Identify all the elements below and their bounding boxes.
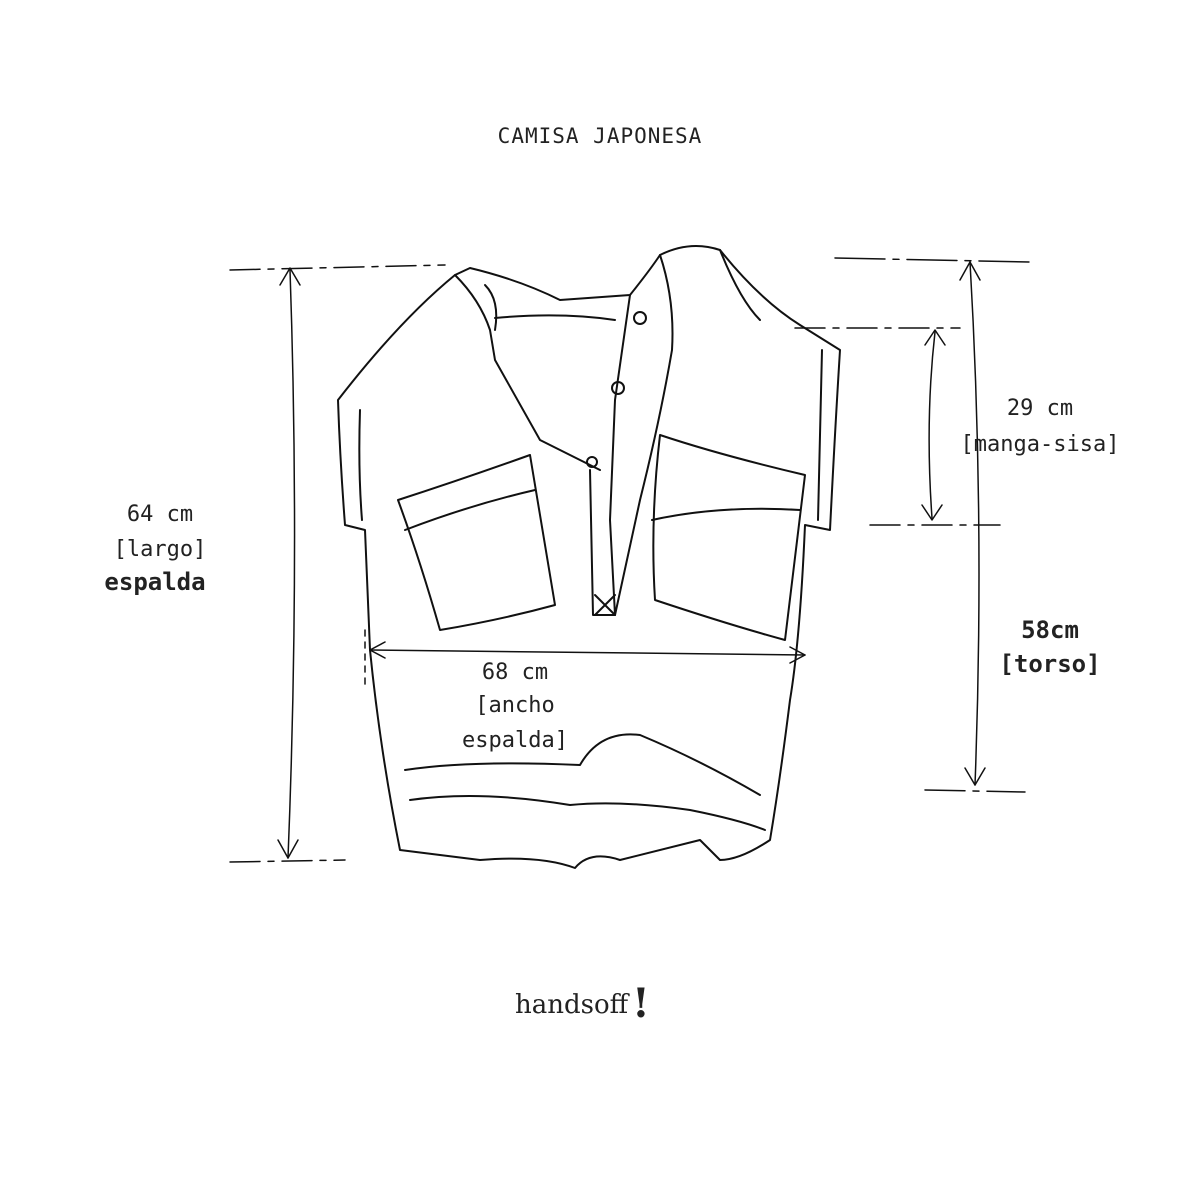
page-title: CAMISA JAPONESA	[497, 124, 703, 148]
ancho-label: [ancho	[475, 693, 555, 718]
ancho-value: 68 cm	[481, 660, 549, 685]
largo-value: 64 cm	[126, 502, 194, 527]
largo-dimension-line	[229, 264, 446, 863]
logo-exclamation: !	[632, 980, 650, 1027]
largo-label: [largo]	[113, 537, 207, 562]
manga-value: 29 cm	[1006, 396, 1074, 421]
torso-label: [torso]	[999, 650, 1101, 678]
ancho-dimension-line	[364, 629, 806, 691]
left-pocket	[397, 454, 556, 631]
logo-text: handsoff	[515, 990, 629, 1020]
shirt-outline	[337, 245, 841, 869]
torso-dimension-line	[834, 257, 1031, 793]
torso-value: 58cm	[1021, 616, 1079, 644]
ancho-label-2: espalda]	[462, 728, 568, 753]
brand-logo: handsoff!	[515, 980, 650, 1027]
manga-label: [manga-sisa]	[960, 432, 1120, 457]
manga-dimension-line	[794, 327, 1001, 526]
largo-label-2: espalda	[104, 568, 206, 596]
right-pocket	[652, 434, 806, 641]
